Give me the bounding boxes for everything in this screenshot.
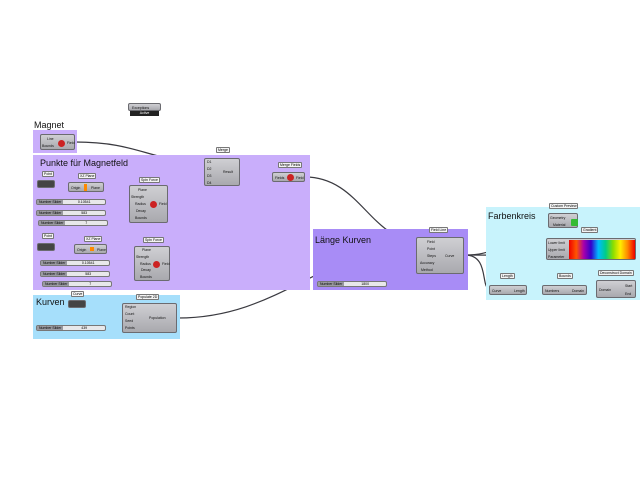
xz-plane-node-2[interactable]: Origin Plane bbox=[74, 244, 107, 254]
line-field-node[interactable]: Line Bounds Field bbox=[40, 134, 75, 150]
tag-curve: Curve bbox=[71, 291, 85, 297]
tag-spin2: Spin Force bbox=[143, 237, 164, 243]
exceptions-status: Active bbox=[130, 111, 159, 116]
deconstruct-domain-node[interactable]: Domain Start End bbox=[596, 280, 636, 298]
group-title-farben: Farbenkreis bbox=[488, 211, 536, 221]
custom-preview-node[interactable]: Geometry Material bbox=[548, 213, 578, 228]
exceptions-node[interactable]: Exceptions bbox=[128, 103, 161, 111]
curve-param[interactable] bbox=[68, 300, 86, 308]
xz-plane-node-1[interactable]: Origin Plane bbox=[68, 182, 104, 192]
tag-merge: Merge bbox=[216, 147, 230, 153]
preview-icon bbox=[571, 219, 578, 226]
populate-2d-node[interactable]: Region Count Seed Points Population bbox=[122, 303, 177, 333]
gradient-node[interactable]: Lower limit Upper limit Parameter bbox=[546, 238, 636, 260]
tag-spin1: Spin Force bbox=[139, 177, 160, 183]
tag-xz2: XZ Plane bbox=[84, 236, 103, 242]
length-node[interactable]: Curve Length bbox=[489, 285, 527, 295]
tag-length: Length bbox=[500, 273, 515, 279]
tag-merge-fields: Merge Fields bbox=[278, 162, 303, 168]
group-title-laenge: Länge Kurven bbox=[315, 235, 372, 245]
field-line-node[interactable]: Field Point Steps Accuracy Method Curve bbox=[416, 237, 464, 274]
spin-icon bbox=[153, 261, 160, 268]
tag-gradient: Gradient bbox=[581, 227, 599, 233]
spin-force-node-2[interactable]: Plane Strength Radius Decay Bounds Field bbox=[134, 246, 170, 281]
plane-icon bbox=[90, 247, 94, 251]
point-param-1[interactable] bbox=[37, 180, 55, 188]
group-title-magnet: Magnet bbox=[34, 120, 65, 130]
tag-point1: Point bbox=[42, 171, 54, 177]
tag-deconstruct: Deconstruct Domain bbox=[598, 270, 634, 276]
bounds-node[interactable]: Numbers Domain bbox=[542, 285, 587, 295]
tag-point2: Point bbox=[42, 233, 54, 239]
merge-fields-node[interactable]: Fields Field bbox=[272, 172, 305, 182]
spin-force-node-1[interactable]: Plane Strength Radius Decay Bounds Field bbox=[129, 185, 168, 223]
magnet-icon bbox=[58, 140, 65, 147]
spin-icon bbox=[150, 201, 157, 208]
field-merge-icon bbox=[287, 174, 294, 181]
group-title-kurven: Kurven bbox=[36, 297, 65, 307]
plane-icon bbox=[84, 184, 87, 191]
tag-custom-preview: Custom Preview bbox=[549, 203, 579, 209]
merge-node[interactable]: D1 D2 D3 D4 Result bbox=[204, 158, 240, 186]
tag-bounds: Bounds bbox=[557, 273, 573, 279]
tag-populate: Populate 2D bbox=[136, 294, 160, 300]
tag-xz1: XZ Plane bbox=[78, 173, 97, 179]
gradient-bar[interactable] bbox=[569, 240, 635, 259]
point-param-2[interactable] bbox=[37, 243, 55, 251]
group-title-punkte: Punkte für Magnetfeld bbox=[40, 158, 129, 168]
tag-field-line: Field Line bbox=[429, 227, 449, 233]
